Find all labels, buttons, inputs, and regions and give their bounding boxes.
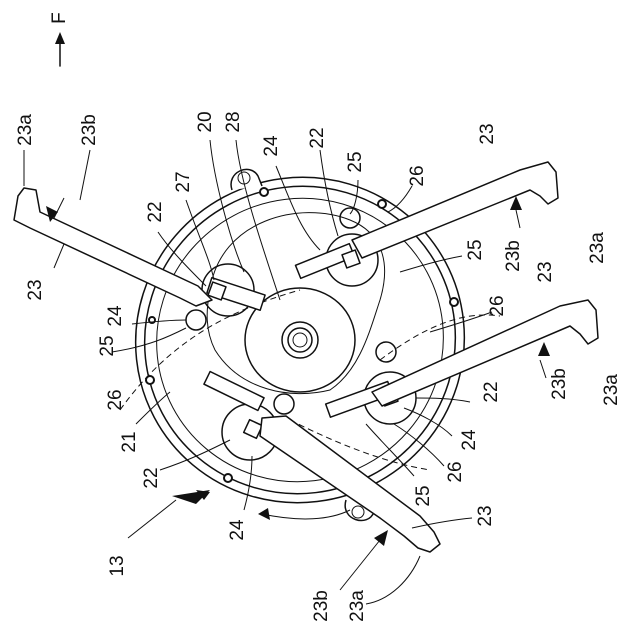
label-26: 26 (445, 461, 466, 482)
label-25: 25 (97, 335, 118, 356)
label-21: 21 (119, 431, 140, 452)
label-23b: 23b (79, 114, 100, 146)
label-23b: 23b (311, 590, 332, 622)
pivot-link (204, 372, 264, 411)
hub-bearing-inner (288, 328, 312, 352)
hub-bore (293, 333, 307, 347)
label-26: 26 (487, 295, 508, 316)
label-24: 24 (261, 135, 282, 157)
label-25: 25 (345, 151, 366, 172)
rim-bolt (260, 188, 268, 196)
label-24: 24 (459, 429, 480, 451)
label-23: 23 (25, 279, 46, 300)
roller-25-right (376, 342, 396, 362)
direction-indicator: F (49, 12, 70, 66)
label-26: 26 (407, 165, 428, 186)
rim-bolt (224, 474, 232, 482)
label-22: 22 (307, 127, 328, 148)
rotation-arrow-icon (258, 508, 270, 520)
label-23a: 23a (347, 590, 368, 622)
direction-arrow-icon (55, 32, 65, 44)
label-22: 22 (145, 201, 166, 222)
label-23a: 23a (15, 114, 36, 146)
rim-bolt (450, 298, 458, 306)
housing (78, 119, 521, 560)
label-23b: 23b (549, 368, 570, 400)
label-26: 26 (105, 389, 126, 410)
label-22: 22 (141, 467, 162, 488)
label-23: 23 (475, 505, 496, 526)
label-24: 24 (227, 519, 248, 541)
arrow-23b-right-icon (538, 342, 550, 356)
lever-23-top-right (352, 162, 558, 258)
label-23a: 23a (601, 374, 622, 406)
label-27: 27 (173, 171, 194, 192)
label-22: 22 (481, 381, 502, 402)
rim-bolt (378, 200, 386, 208)
label-23: 23 (477, 123, 498, 144)
label-23: 23 (535, 261, 556, 282)
roller-25-bottom (274, 394, 294, 414)
label-25: 25 (413, 485, 434, 506)
roller-25-left (186, 310, 206, 330)
label-25: 25 (465, 239, 486, 260)
label-24: 24 (105, 305, 126, 327)
lever-23-bottom (260, 416, 440, 552)
label-13: 13 (107, 555, 128, 576)
label-28: 28 (223, 111, 244, 132)
label-20: 20 (195, 111, 216, 132)
label-23a: 23a (587, 232, 608, 264)
label-23b: 23b (503, 240, 524, 272)
direction-label: F (49, 12, 70, 24)
arrow-23b-bottom-icon (374, 530, 388, 546)
